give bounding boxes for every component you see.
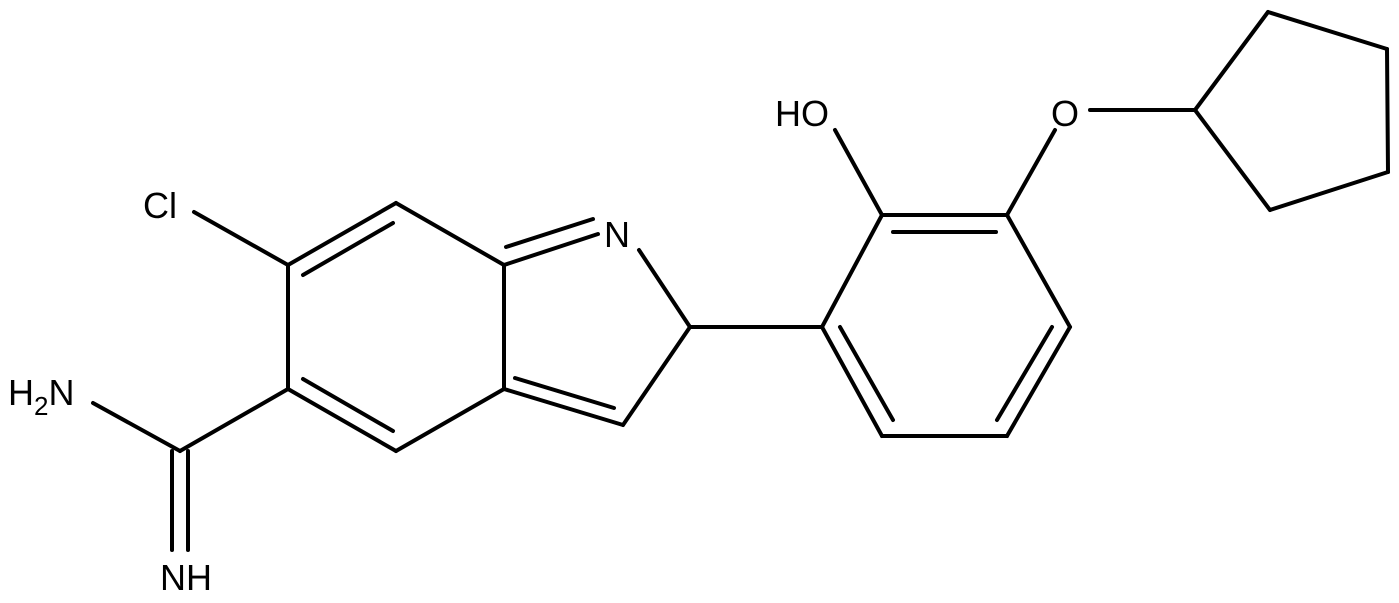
amine-h: H — [8, 372, 34, 413]
bond-p4-p5-inner — [995, 325, 1054, 422]
bond-c7a-n1 — [502, 232, 600, 267]
bond-amidine-nh2 — [91, 401, 182, 453]
bond-c5-amidine — [178, 387, 290, 453]
bond-cp2-cp3 — [1266, 10, 1389, 51]
bond-p3-p4 — [1005, 213, 1072, 329]
atom-label-n-ring: N — [604, 214, 630, 255]
bond-c6-cl — [192, 210, 290, 267]
bond-c7a-n1-inner — [504, 217, 595, 249]
atom-label-imine: NH — [160, 557, 212, 598]
bond-p3-o — [1005, 128, 1057, 217]
bond-cp1-cp2 — [1193, 10, 1270, 112]
bond-c6-c7 — [286, 201, 398, 267]
amine-n: N — [48, 372, 74, 413]
bond-c3-c3a-inner — [513, 376, 616, 410]
bond-p6-p1-inner — [838, 325, 895, 422]
atom-label-cl: Cl — [143, 185, 177, 226]
bond-p6-p1 — [820, 325, 884, 438]
atom-label-hydroxy: HO — [775, 93, 829, 134]
bond-p2-oh — [833, 128, 884, 217]
bond-cp4-cp5 — [1268, 170, 1390, 212]
amine-subscript: 2 — [34, 391, 48, 421]
bond-c3-c3a — [502, 387, 625, 427]
bond-p4-p5 — [1005, 325, 1072, 438]
bond-c6-c7-inner — [301, 221, 395, 277]
atom-label-ether-oxygen: O — [1051, 93, 1079, 134]
atom-label-amine: H2N — [8, 372, 74, 421]
bond-n1-c2 — [637, 248, 692, 329]
bond-c2-c3 — [621, 325, 692, 427]
bond-c3a-c4 — [394, 387, 506, 453]
bond-p1-p2 — [820, 213, 884, 329]
bond-c4-c5 — [286, 387, 398, 453]
bond-c4-c5-inner — [301, 377, 395, 433]
bond-cp3-cp4 — [1385, 47, 1390, 174]
bond-c7-c7a — [394, 201, 506, 267]
bond-cp5-cp1 — [1193, 108, 1272, 212]
